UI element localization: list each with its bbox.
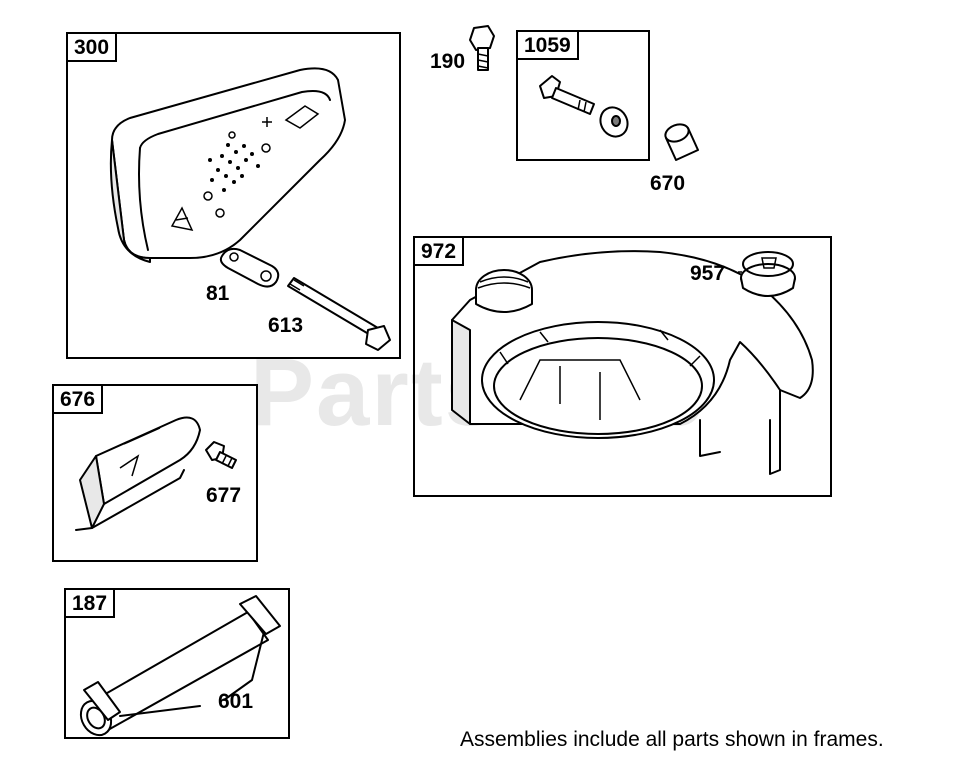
frame-1059: 1059 [516, 30, 650, 161]
fuel-cap-drawing [740, 251, 796, 297]
bolt-1059-drawing [539, 75, 629, 138]
fuel-tank-drawing [451, 250, 814, 475]
callout-677: 677 [206, 484, 242, 507]
callout-601: 601 [218, 690, 254, 713]
lock-plate-drawing [219, 247, 280, 288]
callout-190: 190 [430, 50, 466, 73]
tube-187-drawing [79, 595, 281, 737]
callout-613: 613 [268, 314, 304, 337]
long-bolt-drawing [287, 277, 391, 351]
frame-label-300: 300 [68, 34, 118, 62]
frame-187: 187 [64, 588, 290, 739]
shield-676-drawing [75, 416, 201, 531]
callout-670: 670 [650, 172, 686, 195]
screw-677-drawing [205, 441, 237, 469]
callout-957: 957 [690, 262, 726, 285]
frame-label-972: 972 [415, 238, 465, 266]
frame-300: 300 [66, 32, 401, 359]
callout-81: 81 [206, 282, 230, 305]
frame-label-676: 676 [54, 386, 104, 414]
frame-label-1059: 1059 [518, 32, 579, 60]
screw-190-drawing [469, 25, 495, 71]
muffler-drawing [109, 67, 346, 263]
frame-label-187: 187 [66, 590, 116, 618]
assemblies-note: Assemblies include all parts shown in fr… [460, 728, 884, 751]
spacer-670-drawing [664, 123, 699, 161]
frame-676: 676 [52, 384, 258, 562]
frame-972: 972 [413, 236, 832, 497]
